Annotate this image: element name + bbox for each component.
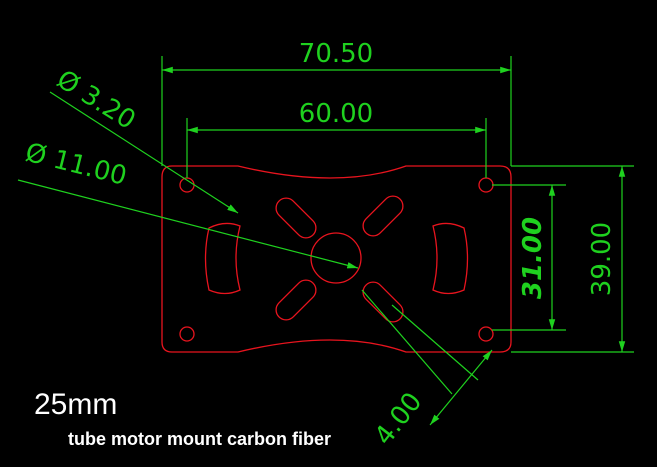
diagonal-slot-bottom-right — [362, 281, 404, 323]
center-hole-leader — [17, 179, 359, 269]
overall-height-label: 39.00 — [587, 222, 617, 296]
side-slot-left — [204, 222, 241, 295]
plate-outline — [161, 165, 512, 353]
dimension-lines — [17, 56, 634, 426]
slot-width-label: 4.00 — [369, 387, 428, 451]
part-outline — [161, 165, 512, 353]
hole-spacing-width-label: 60.00 — [299, 99, 373, 129]
diagonal-slot-bottom-left — [275, 279, 317, 321]
hole-spacing-height-label: 31.00 — [518, 217, 548, 299]
caption-description: tube motor mount carbon fiber — [68, 429, 331, 449]
slot-width-line — [429, 349, 493, 426]
side-slot-right — [432, 222, 469, 295]
overall-width-label: 70.50 — [299, 39, 373, 69]
center-hole — [310, 232, 362, 284]
mount-hole-top-right — [478, 177, 494, 193]
hole-diameter-leader — [49, 91, 239, 214]
mount-hole-bottom-left — [179, 326, 195, 342]
hole-diameter-label: Ø 3.20 — [51, 64, 140, 135]
caption-size: 25mm — [34, 388, 118, 421]
diagonal-slot-top-left — [275, 197, 317, 239]
center-hole-diameter-label: Ø 11.00 — [22, 138, 129, 192]
mount-hole-bottom-right — [478, 326, 494, 342]
diagonal-slot-top-right — [362, 195, 404, 237]
